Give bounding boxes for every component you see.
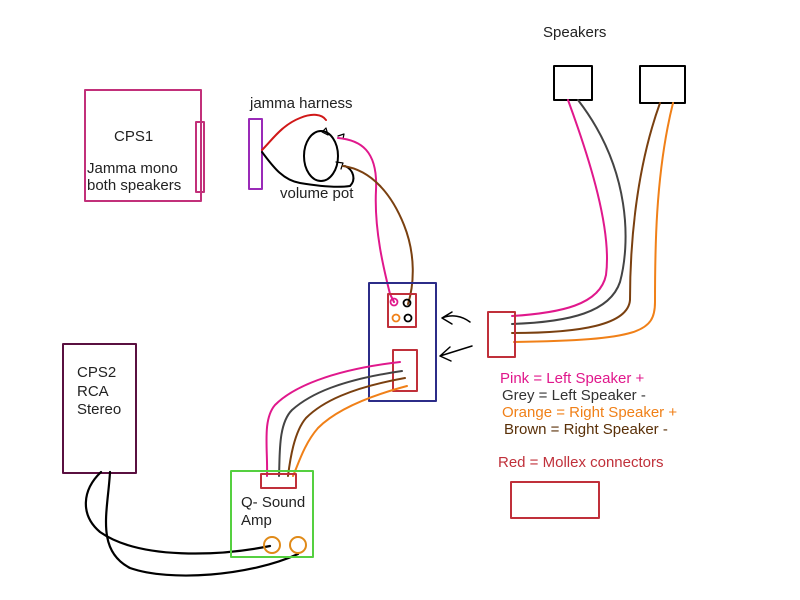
orange-speaker-wire (513, 102, 674, 343)
cps1-subtitle-line2: both speakers (87, 177, 182, 194)
amp-rca-jack-right (289, 536, 307, 554)
left-speaker-box (553, 65, 593, 101)
cps1-edge-connector (195, 121, 205, 193)
amp-rca-jack-left (263, 536, 281, 554)
upper-molex-pin-orange (391, 313, 401, 323)
qsound-amp-label-line1: Q- Sound (241, 494, 306, 511)
junction-box (368, 282, 437, 402)
right-speaker-box (639, 65, 686, 104)
brown-pot-wire (342, 165, 414, 305)
qsound-amp-box (230, 470, 314, 558)
speakers-label: Speakers (543, 24, 607, 41)
lower-molex-connector (392, 349, 418, 392)
brown-amp-wire (287, 377, 406, 477)
arrow-upper (441, 311, 471, 325)
cps2-rca-cable-right (104, 470, 300, 577)
amp-molex-connector (260, 473, 297, 489)
volume-pot (303, 130, 339, 182)
brown-speaker-wire (511, 102, 661, 334)
qsound-amp-label-line2: Amp (241, 512, 272, 529)
cps1-subtitle-line1: Jamma mono (87, 160, 178, 177)
upper-molex-pin-black-top (402, 298, 412, 308)
volume-pot-label: volume pot (280, 185, 354, 202)
volume-pot-tab-top (321, 127, 329, 136)
jamma-harness-connector (248, 118, 263, 190)
upper-molex-pin-black-bottom (403, 313, 413, 323)
upper-molex-pin-pink (389, 297, 399, 307)
grey-speaker-wire (511, 99, 627, 325)
legend-molex-swatch (510, 481, 600, 519)
cps1-box (84, 89, 202, 202)
volume-pot-tab-bottom (335, 161, 344, 170)
red-harness-wire (261, 113, 327, 151)
legend-red: Red = Mollex connectors (498, 454, 664, 471)
legend-pink: Pink = Left Speaker + (500, 370, 645, 387)
legend-grey: Grey = Left Speaker - (502, 387, 646, 404)
arrow-lower (439, 345, 473, 362)
upper-molex-connector (387, 293, 417, 328)
volume-pot-tab-left (337, 133, 345, 140)
legend-brown: Brown = Right Speaker - (504, 421, 668, 438)
grey-amp-wire (278, 370, 403, 477)
black-harness-wire (261, 151, 355, 188)
cps2-rca-cable-left (84, 470, 272, 555)
orange-amp-wire (292, 385, 408, 477)
cps2-label-line3: Stereo (77, 401, 122, 418)
cps2-label-line1: CPS2 (77, 364, 117, 381)
jamma-harness-label: jamma harness (250, 95, 353, 112)
cps1-title: CPS1 (114, 128, 154, 145)
pink-amp-wire (265, 361, 401, 477)
pink-speaker-wire (511, 99, 608, 317)
legend-orange: Orange = Right Speaker + (502, 404, 678, 421)
cps2-label-line2: RCA (77, 383, 109, 400)
pink-pot-wire (337, 137, 395, 303)
speaker-molex-connector (487, 311, 516, 358)
